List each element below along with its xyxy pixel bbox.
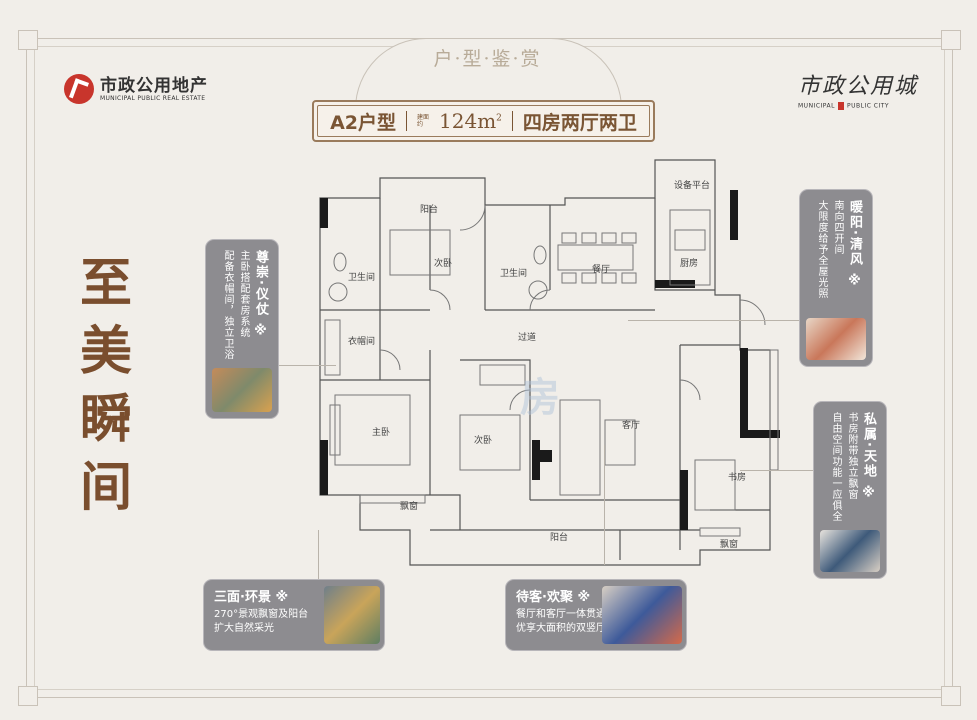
frame-corner — [941, 686, 961, 706]
asterisk-icon: ※ — [275, 590, 289, 605]
room-bathroom-right: 卫生间 — [500, 269, 528, 279]
area-sup: 2 — [496, 113, 502, 124]
asterisk-icon: ※ — [253, 323, 268, 341]
leader-line — [604, 445, 605, 565]
frame-corner — [18, 686, 38, 706]
title-arch — [355, 38, 622, 109]
card-guest: 待客·欢聚 ※ 餐厅和客厅一体贯通 优享大面积的双竖厅 — [506, 580, 686, 650]
slogan-char: 至 — [79, 253, 132, 314]
room-bathroom-left: 卫生间 — [348, 273, 376, 283]
card-dignity-body-1: 主卧搭配套房系统 — [238, 250, 249, 338]
card-sunny-title: 暖阳·清风 ※ — [845, 200, 864, 290]
window-view-illustration-icon — [324, 586, 380, 644]
card-dignity: 尊崇·仪仗 ※ 主卧搭配套房系统 配备衣帽间，独立卫浴 — [206, 240, 278, 418]
watermark: 房 — [520, 375, 566, 421]
card-view-body-2: 扩大自然采光 — [214, 623, 274, 634]
brand-left-cn: 市政公用地产 — [100, 75, 208, 96]
developer-logo: 市政公用地产 MUNICIPAL PUBLIC REAL ESTATE — [64, 74, 208, 104]
room-master: 主卧 — [372, 428, 391, 438]
frame-corner — [18, 30, 38, 50]
frame-corner — [941, 30, 961, 50]
card-dignity-body-2: 配备衣帽间，独立卫浴 — [222, 250, 233, 360]
slogan-char: 美 — [79, 321, 132, 382]
area-prefix: 建面约 — [417, 114, 430, 128]
card-title-text: 三面·环景 — [214, 590, 271, 605]
card-guest-body-2: 优享大面积的双竖厅 — [516, 623, 606, 634]
room-bay-right: 飘窗 — [720, 540, 739, 550]
divider — [511, 111, 513, 131]
card-sunny-body-1: 南向四开间 — [832, 200, 843, 255]
room-equipment: 设备平台 — [674, 181, 711, 191]
card-title-text: 待客·欢聚 — [516, 590, 573, 605]
room-bay-left: 飘窗 — [400, 502, 419, 512]
card-sunny: 暖阳·清风 ※ 南向四开间 大限度给予全屋光照 — [800, 190, 872, 366]
room-balcony-top: 阳台 — [420, 205, 439, 215]
slogan: 至 美 瞬 间 — [66, 250, 146, 522]
brand-left-en: MUNICIPAL PUBLIC REAL ESTATE — [100, 94, 206, 102]
brand-right-en: MUNICIPAL PUBLIC CITY — [798, 102, 918, 110]
card-private: 私属·天地 ※ 书房附带独立飘窗 自由空间功能一应俱全 — [814, 402, 886, 578]
card-guest-title: 待客·欢聚 ※ — [516, 586, 590, 605]
room-dining: 餐厅 — [592, 265, 611, 275]
unit-name: A2户型 — [330, 111, 397, 134]
room-bedroom-top: 次卧 — [434, 259, 453, 269]
floor-plan-drawing — [319, 159, 785, 566]
leader-line — [278, 365, 336, 366]
card-guest-body-1: 餐厅和客厅一体贯通 — [516, 609, 606, 620]
study-illustration-icon — [820, 530, 880, 572]
card-private-title: 私属·天地 ※ — [859, 412, 878, 502]
floor-plan: 阳台 次卧 卫生间 卫生间 餐厅 厨房 设备平台 过道 衣帽间 主卧 次卧 客厅… — [300, 150, 785, 575]
room-study: 书房 — [728, 473, 747, 483]
slogan-char: 间 — [79, 457, 132, 518]
asterisk-icon: ※ — [577, 590, 591, 605]
unit-area: 124m2 — [439, 109, 502, 133]
room-corridor: 过道 — [518, 333, 537, 343]
unit-rooms: 四房两厅两卫 — [522, 111, 637, 134]
card-view: 三面·环景 ※ 270°景观飘窗及阳台 扩大自然采光 — [204, 580, 384, 650]
arch-title: 户·型·鉴·赏 — [433, 48, 542, 70]
card-sunny-body-2: 大限度给予全屋光照 — [816, 200, 827, 299]
leader-line — [740, 470, 814, 471]
room-living: 客厅 — [622, 421, 641, 431]
card-private-body-1: 书房附带独立飘窗 — [846, 412, 857, 500]
room-closet: 衣帽间 — [348, 337, 376, 347]
room-balcony-bottom: 阳台 — [550, 533, 569, 543]
card-title-text: 私属·天地 — [861, 412, 876, 479]
slogan-char: 瞬 — [79, 389, 132, 450]
guests-illustration-icon — [602, 586, 682, 644]
card-view-body-1: 270°景观飘窗及阳台 — [214, 609, 309, 620]
area-value: 124m — [439, 109, 497, 133]
card-dignity-title: 尊崇·仪仗 ※ — [251, 250, 270, 340]
brand-right-en-1: MUNICIPAL — [798, 102, 835, 110]
room-kitchen: 厨房 — [680, 259, 699, 269]
family-illustration-icon — [806, 318, 866, 360]
unit-type-banner: A2户型 建面约 124m2 四房两厅两卫 — [312, 100, 655, 142]
card-title-text: 暖阳·清风 — [847, 200, 862, 267]
asterisk-icon: ※ — [847, 273, 862, 291]
card-private-body-2: 自由空间功能一应俱全 — [830, 412, 841, 522]
divider — [406, 111, 408, 131]
logo-mark-icon — [64, 74, 94, 104]
seal-icon — [837, 102, 844, 110]
leader-line — [628, 320, 800, 321]
card-title-text: 尊崇·仪仗 — [253, 250, 268, 317]
room-bedroom-mid: 次卧 — [474, 436, 493, 446]
leader-line — [318, 530, 319, 580]
project-logo: 市政公用城 MUNICIPAL PUBLIC CITY — [798, 68, 918, 110]
card-view-title: 三面·环景 ※ — [214, 586, 288, 605]
brand-right-cn: 市政公用城 — [798, 74, 919, 99]
asterisk-icon: ※ — [861, 485, 876, 503]
closet-illustration-icon — [212, 368, 272, 412]
brand-right-en-2: PUBLIC CITY — [846, 102, 890, 110]
